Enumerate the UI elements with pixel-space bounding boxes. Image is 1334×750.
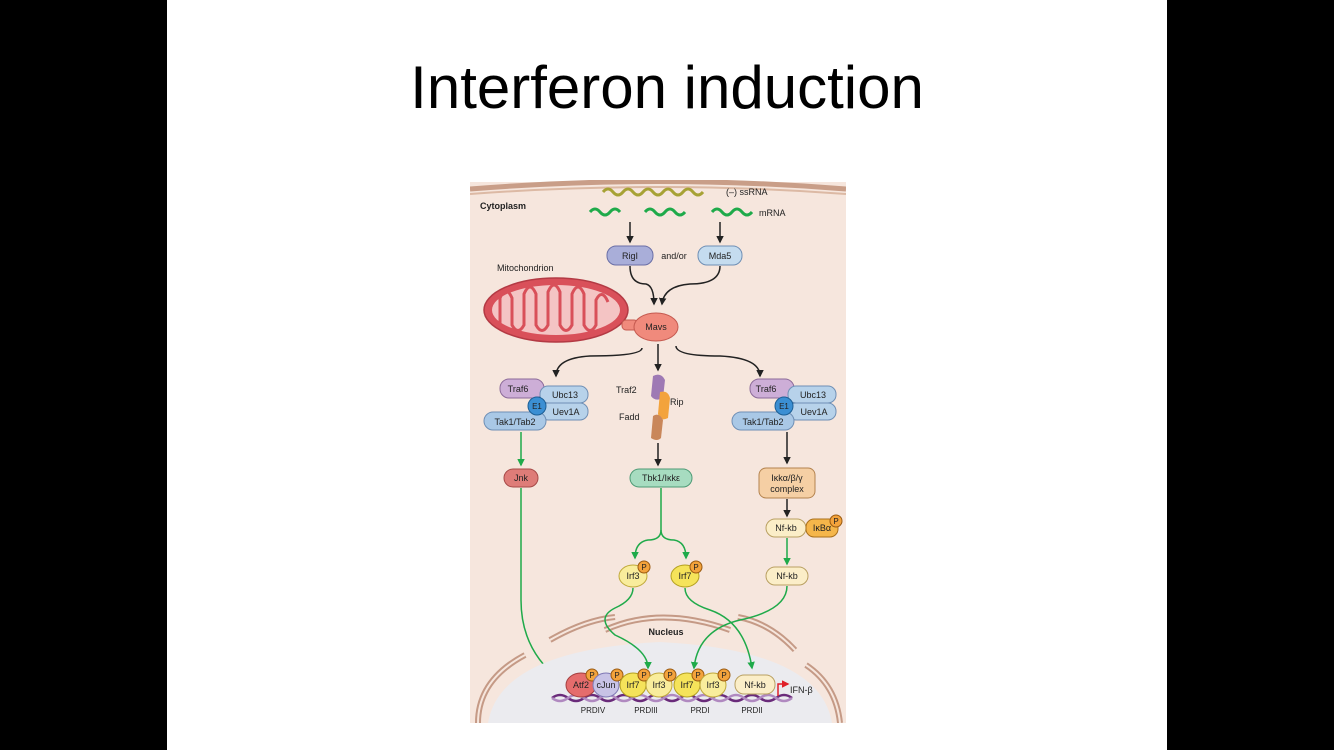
ikk-label-1: Iκkα/β/γ [771, 473, 803, 483]
cytoplasm-label: Cytoplasm [480, 201, 526, 211]
left-traf6-complex: Traf6 Ubc13 Uev1A Tak1/Tab2 E1 [483, 378, 589, 431]
svg-text:Traf6: Traf6 [508, 384, 529, 394]
mitochondrion [483, 277, 629, 343]
andor-label: and/or [661, 251, 687, 261]
svg-text:P: P [589, 671, 594, 680]
rig1-sensor [606, 245, 654, 266]
prdiii-label: PRDIII [634, 706, 658, 715]
ifnb-gene-label: IFN-β [790, 685, 813, 695]
plasma-membrane [470, 180, 846, 192]
irf7-phospho [689, 560, 703, 574]
svg-text:P: P [721, 671, 726, 680]
traf2-label: Traf2 [616, 385, 637, 395]
pathway-figure: Cytoplasm (–) ssRNA mRNA RigI and/or Mda… [470, 180, 846, 723]
ssrna-label: (–) ssRNA [726, 187, 768, 197]
tbk1-label: Tbk1/Iκkε [642, 473, 680, 483]
mavs-label: Mavs [645, 322, 667, 332]
ikba-phospho [829, 514, 843, 528]
mrna-label: mRNA [759, 208, 786, 218]
svg-text:P: P [695, 671, 700, 680]
svg-text:Irf3: Irf3 [706, 680, 719, 690]
svg-text:Ubc13: Ubc13 [552, 390, 578, 400]
fadd-label: Fadd [619, 412, 640, 422]
ssrna-strand [601, 187, 705, 197]
svg-text:Traf6: Traf6 [756, 384, 777, 394]
slide-title: Interferon induction [410, 54, 924, 121]
svg-text:Ubc13: Ubc13 [800, 390, 826, 400]
svg-text:cJun: cJun [596, 680, 615, 690]
mrna-strand-2 [643, 207, 687, 217]
right-traf6-complex: Traf6 Ubc13 Uev1A Tak1/Tab2 E1 [731, 378, 837, 431]
svg-text:E1: E1 [779, 402, 789, 411]
dna-helix [551, 693, 793, 703]
ikk-complex [758, 467, 816, 499]
mrna-strand-1 [588, 207, 622, 217]
jnk-kinase [503, 468, 539, 488]
jnk-label: Jnk [514, 473, 529, 483]
mda5-label: Mda5 [709, 251, 732, 261]
svg-text:Tak1/Tab2: Tak1/Tab2 [742, 417, 783, 427]
irf7-label: Irf7 [678, 571, 691, 581]
prdi-label: PRDI [690, 706, 709, 715]
prdii-label: PRDII [741, 706, 762, 715]
irf3-label: Irf3 [626, 571, 639, 581]
svg-text:Nf-kb: Nf-kb [744, 680, 766, 690]
prdiv-label: PRDIV [581, 706, 606, 715]
ikba-label: IκBα [813, 523, 831, 533]
svg-text:E1: E1 [532, 402, 542, 411]
svg-text:Irf3: Irf3 [652, 680, 665, 690]
svg-text:P: P [641, 563, 646, 572]
promoter-factors: Atf2 P cJun P Irf7 P Irf3 P Irf7 P Irf3 … [565, 668, 776, 698]
tbk1-ikke-kinase [629, 468, 693, 488]
svg-text:Tak1/Tab2: Tak1/Tab2 [494, 417, 535, 427]
nfkb-free [765, 566, 809, 586]
pathway-diagram: Cytoplasm (–) ssRNA mRNA RigI and/or Mda… [470, 180, 846, 723]
transcription-arrow [777, 680, 790, 696]
mrna-strand-3 [710, 207, 754, 217]
svg-text:P: P [693, 563, 698, 572]
svg-text:P: P [667, 671, 672, 680]
rip-label: Rip [670, 397, 684, 407]
nucleus-label: Nucleus [648, 627, 683, 637]
nfkb-free-label: Nf-kb [776, 571, 798, 581]
svg-text:P: P [641, 671, 646, 680]
svg-text:Uev1A: Uev1A [552, 407, 579, 417]
svg-text:P: P [614, 671, 619, 680]
nfkb-bound-label: Nf-kb [775, 523, 797, 533]
mitochondrion-label: Mitochondrion [497, 263, 554, 273]
svg-text:P: P [833, 517, 838, 526]
rig1-label: RigI [622, 251, 638, 261]
svg-text:Irf7: Irf7 [680, 680, 693, 690]
svg-text:Irf7: Irf7 [626, 680, 639, 690]
mavs-protein [633, 312, 679, 342]
irf3-phospho [637, 560, 651, 574]
svg-text:Uev1A: Uev1A [800, 407, 827, 417]
traf2-rip-fadd-complex [651, 374, 670, 440]
svg-text:Atf2: Atf2 [573, 680, 589, 690]
ikk-label-2: complex [770, 484, 804, 494]
mda5-sensor [697, 245, 743, 266]
